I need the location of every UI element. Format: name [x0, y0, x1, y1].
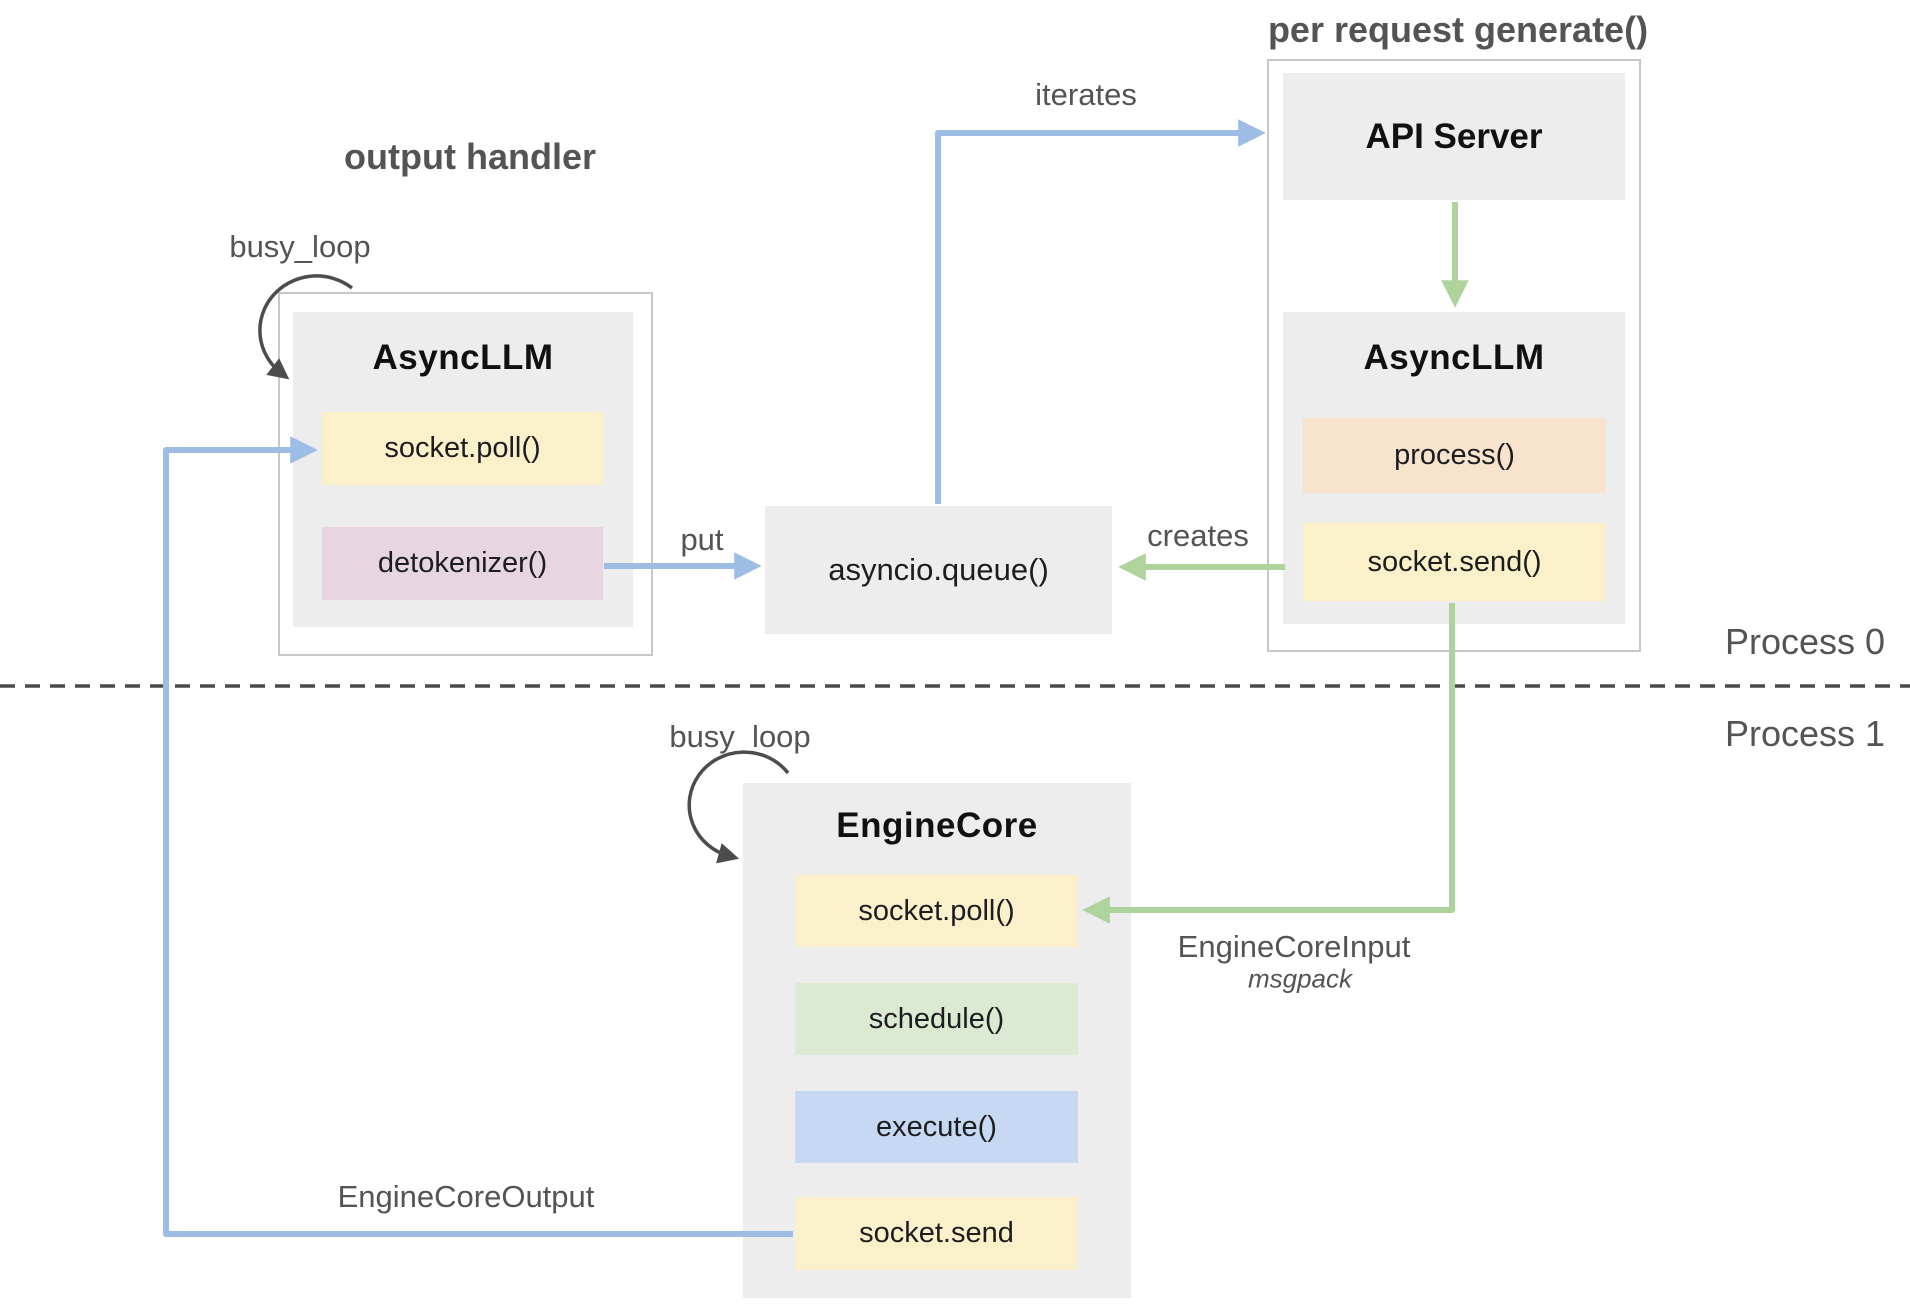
engine-core-socket-poll-box: socket.poll() [795, 875, 1078, 947]
async-llm-right-socket-send-box: socket.send() [1303, 523, 1606, 601]
process-0-label: Process 0 [1724, 621, 1886, 662]
engine-core-socket-send-box: socket.send [795, 1197, 1078, 1270]
async-llm-left-title: AsyncLLM [372, 338, 554, 377]
busy-loop-label-output-handler: busy_loop [229, 229, 371, 264]
asyncio-queue-box: asyncio.queue() [765, 506, 1112, 634]
async-llm-right-process-label: process() [1394, 439, 1515, 471]
engine-core-execute-label: execute() [876, 1110, 997, 1143]
async-llm-left-detokenizer-box: detokenizer() [322, 527, 603, 600]
async-llm-right-title: AsyncLLM [1363, 338, 1545, 377]
engine-core-output-label: EngineCoreOutput [337, 1179, 595, 1214]
put-label: put [680, 522, 724, 557]
async-llm-right-process-box: process() [1303, 418, 1606, 493]
engine-core-input-serialization-label: msgpack [1247, 963, 1353, 994]
asyncio-queue-label: asyncio.queue() [828, 552, 1049, 587]
async-llm-right-socket-send-label: socket.send() [1367, 545, 1542, 578]
iterates-arrow [935, 119, 1266, 504]
engine-core-socket-send-label: socket.send [859, 1217, 1014, 1249]
api-server-label: API Server [1365, 116, 1543, 156]
async-llm-left-socket-poll-label: socket.poll() [384, 432, 541, 464]
output-handler-title: output handler [344, 136, 596, 177]
engine-core-schedule-box: schedule() [795, 983, 1078, 1055]
engine-core-title: EngineCore [836, 806, 1038, 845]
per-request-generate-title: per request generate() [1267, 9, 1649, 50]
engine-core-execute-box: execute() [795, 1091, 1078, 1163]
async-llm-left-detokenizer-label: detokenizer() [377, 547, 548, 579]
engine-core-socket-poll-label: socket.poll() [858, 894, 1015, 927]
iterates-label: iterates [1035, 77, 1137, 112]
process-1-label: Process 1 [1724, 713, 1886, 754]
engine-core-schedule-label: schedule() [868, 1002, 1005, 1035]
async-llm-left-socket-poll-box: socket.poll() [322, 412, 603, 485]
creates-label: creates [1147, 518, 1249, 553]
busy-loop-label-engine-core: busy_loop [669, 719, 811, 754]
engine-core-input-label: EngineCoreInput [1177, 929, 1411, 964]
api-server-box: API Server [1283, 73, 1625, 200]
